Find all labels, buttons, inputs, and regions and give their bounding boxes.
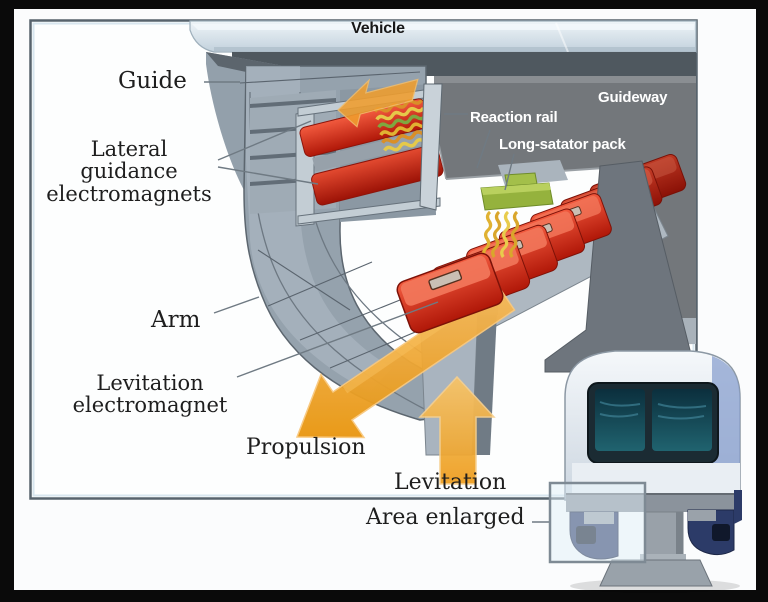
train-inset	[564, 350, 742, 593]
pointer-levitation-em	[236, 301, 439, 378]
label-lateral-guidance-electromagnets: Lateral guidance electromagnets	[46, 137, 212, 206]
area-enlarged-box	[548, 481, 647, 564]
label-area-enlarged: Area enlarged	[366, 505, 525, 530]
label-vehicle: Vehicle	[351, 20, 405, 37]
label-propulsion: Propulsion	[246, 435, 366, 460]
pointer-lines	[204, 81, 551, 523]
label-long-stator-pack: Long-satator pack	[499, 136, 626, 153]
label-guideway: Guideway	[598, 89, 668, 106]
pointer-arm	[213, 296, 260, 314]
stator-coils	[482, 210, 520, 258]
pointer-lateral-a	[217, 120, 312, 161]
vehicle-body	[189, 20, 697, 53]
reaction-rail	[419, 83, 443, 211]
levitation-arrow	[418, 375, 496, 485]
train-pedestal	[599, 559, 713, 587]
pointer-reaction-rail-d	[476, 129, 491, 169]
pointer-lateral-b	[217, 166, 319, 185]
label-reaction-rail: Reaction rail	[470, 109, 558, 126]
long-stator-pack	[480, 172, 554, 211]
lateral-guidance-magnets	[299, 98, 444, 206]
label-arm: Arm	[151, 307, 201, 333]
train-skirt-right	[687, 509, 735, 556]
guide-force-arrow	[337, 78, 419, 128]
label-levitation-electromagnet: Levitation electromagnet	[72, 371, 228, 418]
label-guide: Guide	[118, 68, 187, 94]
label-levitation: Levitation	[394, 470, 507, 495]
levitation-electromagnet-front	[396, 252, 504, 334]
pointer-long-stator	[504, 153, 515, 191]
